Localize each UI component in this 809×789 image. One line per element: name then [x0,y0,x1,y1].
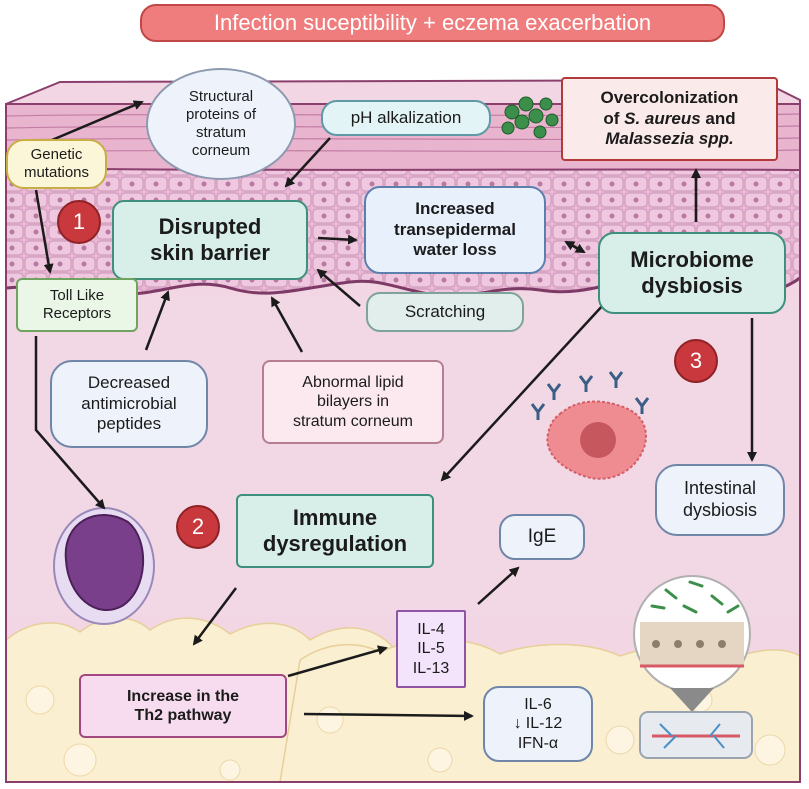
gut-microbiome-lens-icon [633,575,753,759]
lymphocyte-icon [53,507,155,625]
arrow-barrier-to-tewl [317,234,358,245]
arrow-immune-to-th2 [192,587,237,646]
marker-2: 2 [176,505,220,549]
ph-alkalization-node: pH alkalization [321,100,491,136]
arrow-th2-to-il6 [303,710,474,721]
marker-1: 1 [57,200,101,244]
mast-cell-icon [546,400,647,480]
bacteria-cluster-icon [501,96,559,139]
arrow-tewl-microbiome-bidirectional [564,240,586,254]
arrow-il4-to-ige [477,566,520,605]
arrow-lipid-to-barrier [270,296,304,353]
il6-il12-ifn-node: IL-6 ↓IL-12 IFN-α [483,686,593,762]
antibody-icons [530,371,650,420]
ige-node: IgE [499,514,585,560]
arrow-genetic-to-proteins [51,100,144,142]
arrow-amp-to-barrier [144,290,170,351]
down-arrow-icon: ↓ [513,715,522,733]
scratching-node: Scratching [366,292,524,332]
overcolonization-node: Overcolonization of S. aureus and Malass… [561,77,778,161]
title-banner: Infection suceptibility + eczema exacerb… [140,4,725,42]
arrow-toll-to-cell [34,336,106,510]
arrow-genetic-to-toll [34,189,54,274]
arrow-scratching-to-barrier [316,268,361,307]
arrow-microbiome-to-immune [440,303,605,482]
arrow-ph-to-barrier [284,137,331,188]
arrow-th2-to-il4 [287,645,388,678]
marker-3: 3 [674,339,718,383]
